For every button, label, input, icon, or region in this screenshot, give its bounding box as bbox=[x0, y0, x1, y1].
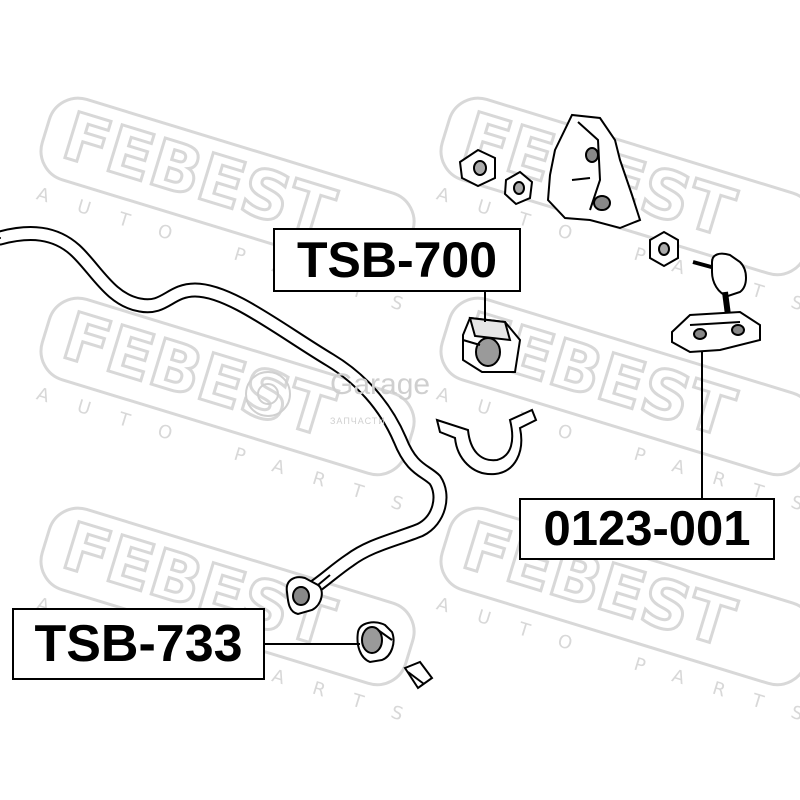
tsb-700-bushing bbox=[462, 316, 522, 373]
overlay-brand-sub: ЗАПЧАСТИ bbox=[330, 416, 386, 426]
overlay-brand: Garage bbox=[330, 368, 431, 401]
mounting-bracket bbox=[546, 113, 642, 230]
leader-lines bbox=[265, 292, 703, 645]
bar-end-eye bbox=[285, 574, 331, 616]
garage-logo bbox=[245, 371, 291, 417]
label-tsb-733: TSB-733 bbox=[12, 608, 265, 680]
label-tsb-700: TSB-700 bbox=[273, 228, 521, 292]
bushing-bracket bbox=[435, 408, 538, 476]
watermark-brand: FEBEST bbox=[54, 298, 342, 453]
bolt-small bbox=[403, 660, 434, 690]
link-washer-3 bbox=[649, 230, 679, 268]
label-0123-001: 0123-001 bbox=[519, 498, 775, 560]
stabilizer-link bbox=[671, 252, 761, 354]
link-washer-1 bbox=[458, 148, 496, 188]
tsb-733-bushing bbox=[356, 621, 395, 664]
link-washer-2 bbox=[503, 170, 534, 206]
stabilizer-bar bbox=[0, 226, 448, 598]
